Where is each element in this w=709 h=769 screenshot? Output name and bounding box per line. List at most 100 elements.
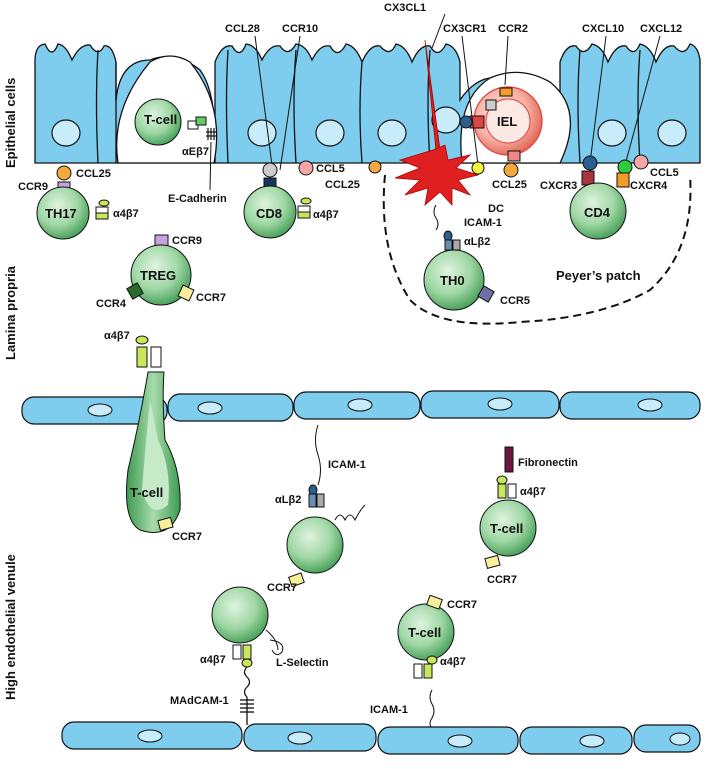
- label-a4b7-big: α4β7: [104, 330, 130, 342]
- label-cxcl12: CXCL12: [640, 23, 682, 35]
- label-ccr10: CCR10: [282, 23, 318, 35]
- ccr2-ligand: [499, 87, 513, 97]
- label-ccr7-treg: CCR7: [196, 292, 226, 304]
- label-ccr9-treg: CCR9: [172, 235, 202, 247]
- label-cx3cl1: CX3CL1: [384, 2, 426, 14]
- tcell-big-label: T-cell: [130, 485, 163, 500]
- label-cxcr4: CXCR4: [630, 180, 668, 192]
- cd8-cell: [243, 185, 297, 239]
- dendritic-cell: [394, 39, 480, 207]
- tcell-epithelial: [134, 98, 182, 146]
- tcell-right-label: T-cell: [490, 521, 523, 536]
- label-ccr7-bottom: CCR7: [447, 599, 477, 611]
- cd8-label: CD8: [256, 206, 282, 221]
- label-alb2-th0: αLβ2: [464, 236, 490, 248]
- label-ccl28: CCL28: [225, 23, 260, 35]
- th0-alb2-b: [452, 239, 461, 251]
- label-cxcr3: CXCR3: [540, 180, 577, 192]
- ccr7-mid-receptor: [288, 572, 305, 588]
- cd4-label: CD4: [584, 205, 611, 220]
- label-a4b7-th17: α4β7: [113, 208, 139, 220]
- madcam-link: [243, 666, 251, 698]
- a4b7-right-ligand: [496, 475, 508, 485]
- label-ccr2: CCR2: [498, 23, 528, 35]
- tcell-epithelial-label: T-cell: [144, 112, 177, 127]
- ccr7-bottom-receptor: [426, 594, 443, 610]
- label-ccr7-mid: CCR7: [267, 582, 297, 594]
- ccl5-right-dot: [633, 154, 649, 170]
- fibronectin-bar: [504, 446, 514, 473]
- cd8-ligand: [300, 197, 312, 205]
- label-ccr7-right: CCR7: [487, 574, 517, 586]
- ccr7-big-receptor: [157, 516, 174, 531]
- a4b7-right-green: [497, 483, 507, 499]
- iel-bottom-receptor: [507, 150, 521, 162]
- a4b7-lower-white: [232, 644, 242, 660]
- label-a4b7-cd8: α4β7: [313, 209, 339, 221]
- side-label-venule: High endothelial venule: [3, 554, 18, 700]
- ccl5-mid-dot: [298, 160, 314, 176]
- endothelium-lower-nuclei: [137, 729, 691, 748]
- label-a4b7-bottom: α4β7: [440, 656, 466, 668]
- label-ecadherin: E-Cadherin: [168, 193, 227, 205]
- th0-label: TH0: [440, 273, 465, 288]
- label-icam-bottom: ICAM-1: [370, 704, 408, 716]
- ccr7-right-receptor: [484, 554, 501, 569]
- dc-icam-link: [433, 204, 439, 231]
- ccl25-iel-dot: [503, 162, 519, 178]
- tcell-lower: [211, 586, 269, 644]
- epithelial-nuclei: [51, 106, 687, 147]
- label-ccr5: CCR5: [500, 295, 530, 307]
- label-icam-mid: ICAM-1: [328, 459, 366, 471]
- a4b7-big-green: [136, 346, 148, 368]
- tcell-mid: [286, 516, 344, 574]
- ecadherin-icon: [206, 128, 216, 140]
- th17-cell: [36, 186, 90, 240]
- cxcr3-receptor: [581, 170, 595, 186]
- treg-cell: [130, 244, 192, 306]
- ccr2-receptor: [485, 99, 497, 111]
- icam-bottom-link: [429, 689, 435, 729]
- label-fibronectin: Fibronectin: [518, 457, 578, 469]
- th17-ligand: [98, 199, 110, 207]
- th0-alb2-a: [444, 239, 453, 251]
- treg-label: TREG: [140, 268, 176, 283]
- iel-label: IEL: [497, 114, 517, 129]
- side-label-epithelial: Epithelial cells: [3, 78, 18, 168]
- cd8-a4b7-white: [297, 205, 311, 213]
- label-ccr4: CCR4: [96, 298, 127, 310]
- a4b7-bottom-ligand: [426, 655, 438, 665]
- a4b7-big-ligand: [135, 335, 149, 345]
- tcell-big-nucleus: [142, 400, 169, 510]
- label-lselectin: L-Selectin: [276, 657, 329, 669]
- label-icam-dc: ICAM-1: [464, 217, 502, 229]
- label-ccl25-left: CCL25: [76, 168, 111, 180]
- top-leader-lines: [254, 13, 661, 171]
- ccl28-dot: [262, 162, 278, 178]
- a4b7-lower-ligand: [241, 658, 253, 668]
- alb2-mid-b: [316, 493, 325, 508]
- iel-nucleus: [485, 98, 531, 144]
- th17-label: TH17: [45, 206, 77, 221]
- madcam-icon: [240, 697, 254, 725]
- ccr5-receptor: [477, 285, 495, 303]
- lselectin-icon: [265, 629, 284, 656]
- label-madcam: MAdCAM-1: [170, 695, 229, 707]
- alb2-mid-a: [308, 493, 317, 508]
- a4b7-big-white: [150, 346, 162, 368]
- a4b7-right-white: [507, 483, 517, 499]
- ccl25-mid-dot: [368, 160, 382, 174]
- label-ccl25-mid: CCL25: [325, 179, 360, 191]
- th0-cell: [423, 249, 485, 311]
- cd4-cell: [569, 182, 627, 240]
- label-aeb7: αEβ7: [182, 146, 209, 158]
- label-ccl25-iel: CCL25: [492, 179, 527, 191]
- ccr4-receptor: [126, 282, 144, 300]
- side-label-lamina: Lamina propria: [3, 265, 18, 360]
- th17-a4b7-green: [95, 212, 109, 220]
- label-a4b7-right: α4β7: [520, 486, 546, 498]
- label-ccr7-big: CCR7: [172, 531, 202, 543]
- peyers-patch-outline: [382, 174, 692, 325]
